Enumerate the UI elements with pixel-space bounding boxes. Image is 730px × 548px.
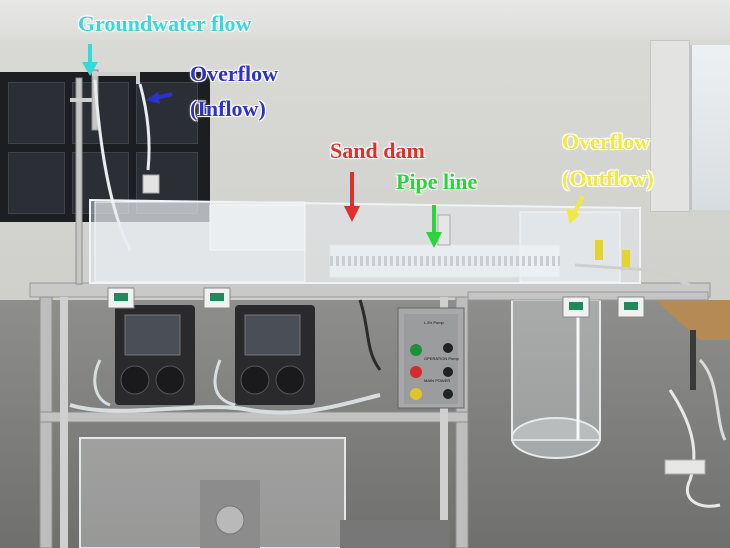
control-power-label: MAIN POWER [424,378,450,383]
aluminum-frame [29,282,711,548]
right-window [690,45,730,210]
control-title: L-Ex Pump [424,320,445,325]
pipe-line-arrow-head [426,232,442,248]
pipe-line-label: Pipe line [396,169,478,194]
outflow-arrow-shaft [573,195,585,213]
overflow-inflow-label-line1: Overflow [190,61,278,86]
acrylic-flume [89,198,691,287]
overflow-outflow-label-line2: (Outflow) [562,166,654,191]
bottom-reservoir [79,437,450,548]
tubing [69,299,382,415]
control-box: L-Ex Pump OPERATION Pump MAIN POWER [397,307,465,409]
door [650,40,690,212]
outflow-arrow-head [566,208,580,224]
sand-dam-label: Sand dam [330,138,425,163]
sand-dam-arrow-head [344,206,360,222]
overflow-outflow-label-line1: Overflow [562,129,650,154]
groundwater-arrow-head [82,62,98,76]
right-desk [655,300,730,508]
annotation-arrows [82,44,585,248]
ceiling [0,0,730,40]
pump-left [115,305,195,405]
cylinder-tank [511,299,601,459]
groundwater-flow-label: Groundwater flow [78,11,252,36]
pump-right [235,305,315,405]
control-mode-label: OPERATION Pump [424,356,460,361]
inflow-arrow-head [146,92,160,104]
gauges [107,287,645,318]
overflow-inflow-label-line2: (Inflow) [190,96,266,121]
